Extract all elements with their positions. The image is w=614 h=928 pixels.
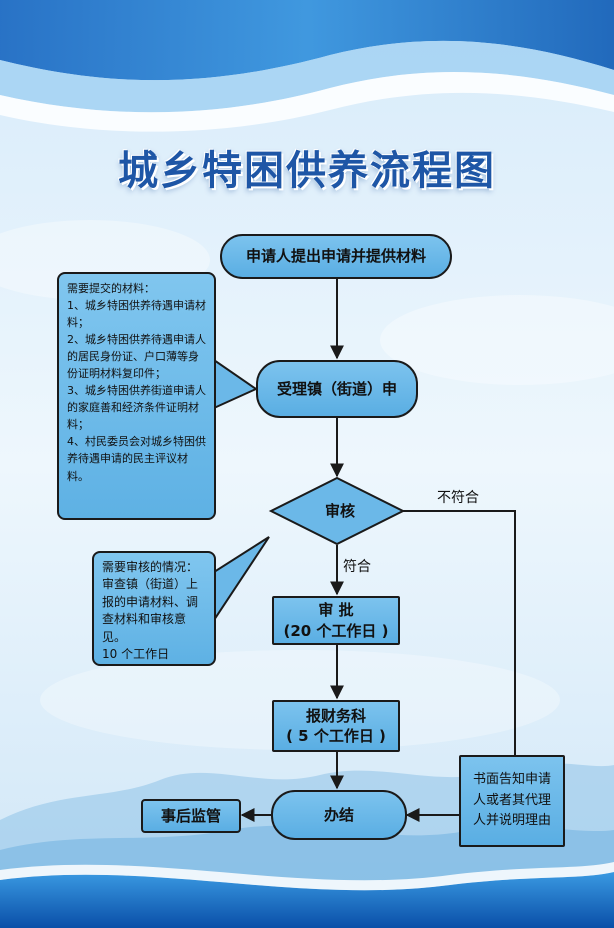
node-notify: 书面告知申请人或者其代理人并说明理由	[459, 755, 565, 847]
node-finance-line: 报财务科	[305, 706, 366, 725]
node-approve-line: (20 个工作日 )	[283, 621, 389, 640]
node-finance-line: ( 5 个工作日 )	[286, 727, 386, 745]
node-approve: 审 批 (20 个工作日 )	[272, 596, 400, 645]
node-approve-line: 审 批	[318, 601, 354, 620]
page-title: 城乡特困供养流程图	[118, 148, 496, 194]
label-pass: 符合	[343, 559, 371, 575]
materials-note-line: 3、城乡特困供养街道申请人的家庭善和经济条件证明材料；	[67, 384, 206, 432]
review-note-line: 需要审核的情况：	[102, 560, 199, 574]
line-fail-path	[403, 510, 516, 755]
review-diamond	[268, 476, 406, 546]
materials-callout-pointer	[213, 358, 259, 410]
review-note: 需要审核的情况： 审查镇（街道）上报的申请材料、调查材料和审核意见。 10 个工…	[92, 551, 216, 666]
node-review: 审核	[324, 502, 355, 520]
review-note-line: 审查镇（街道）上报的申请材料、调查材料和审核意见。	[102, 577, 199, 644]
node-apply: 申请人提出申请并提供材料	[220, 234, 452, 279]
review-note-line: 10 个工作日	[102, 646, 170, 661]
review-callout-pointer	[213, 536, 270, 624]
materials-note-line: 1、城乡特困供养待遇申请材料；	[67, 299, 206, 330]
node-done: 办结	[271, 790, 407, 840]
materials-note-line: 2、城乡特困供养待遇申请人的居民身份证、户口薄等身份证明材料复印件；	[67, 333, 206, 381]
node-accept: 受理镇（街道）申	[256, 360, 418, 418]
materials-note-line: 需要提交的材料：	[67, 282, 155, 295]
node-finance: 报财务科 ( 5 个工作日 )	[272, 700, 400, 752]
materials-note-line: 4、村民委员会对城乡特困供养待遇申请的民主评议材料。	[67, 435, 206, 483]
node-supervise: 事后监管	[141, 799, 241, 833]
label-fail: 不符合	[437, 490, 479, 506]
materials-note: 需要提交的材料： 1、城乡特困供养待遇申请材料； 2、城乡特困供养待遇申请人的居…	[57, 272, 216, 520]
